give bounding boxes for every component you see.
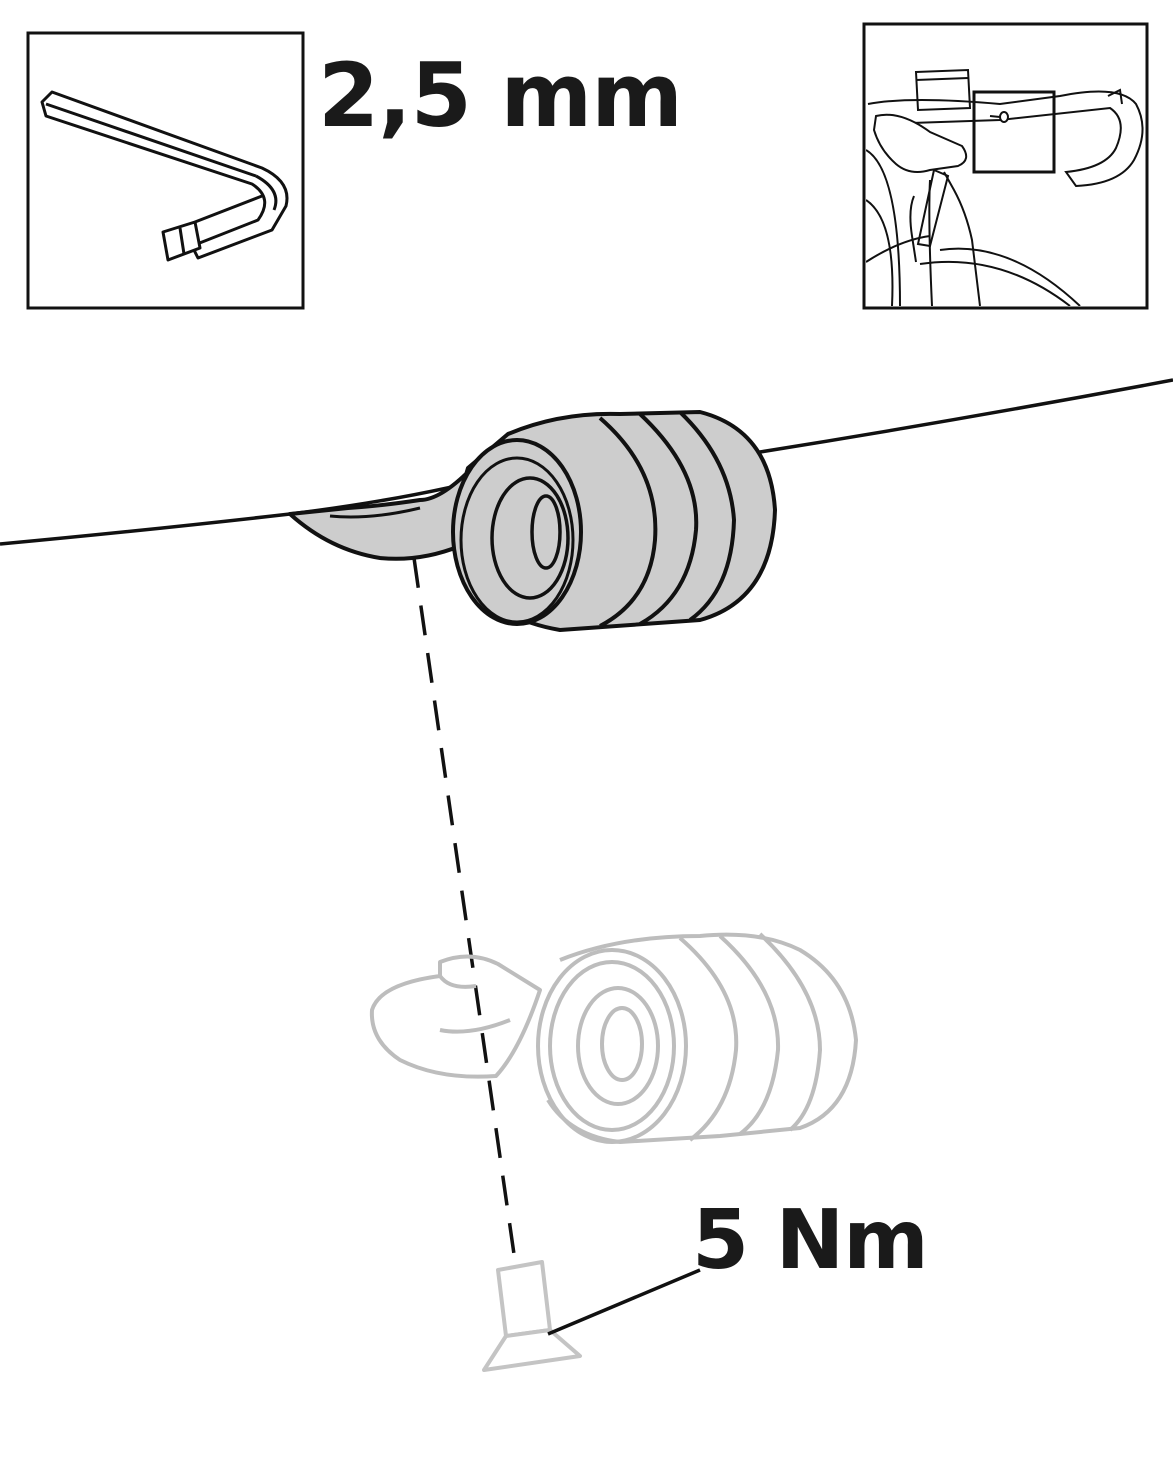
hex-key-icon — [40, 90, 289, 262]
torque-label: 5 Nm — [692, 1193, 929, 1288]
handlebar-location-icon — [866, 68, 1144, 306]
brake-cable — [0, 378, 1173, 546]
countersunk-screw-icon — [482, 1260, 582, 1372]
ghost-cable-adjuster-icon — [369, 932, 858, 1144]
torque-leader-line — [547, 1268, 701, 1336]
assembly-guide-line — [412, 557, 518, 1269]
location-box — [862, 22, 1149, 310]
tool-size-label: 2,5 mm — [318, 44, 683, 147]
tool-box — [26, 31, 305, 310]
cable-adjuster-icon — [288, 410, 777, 632]
